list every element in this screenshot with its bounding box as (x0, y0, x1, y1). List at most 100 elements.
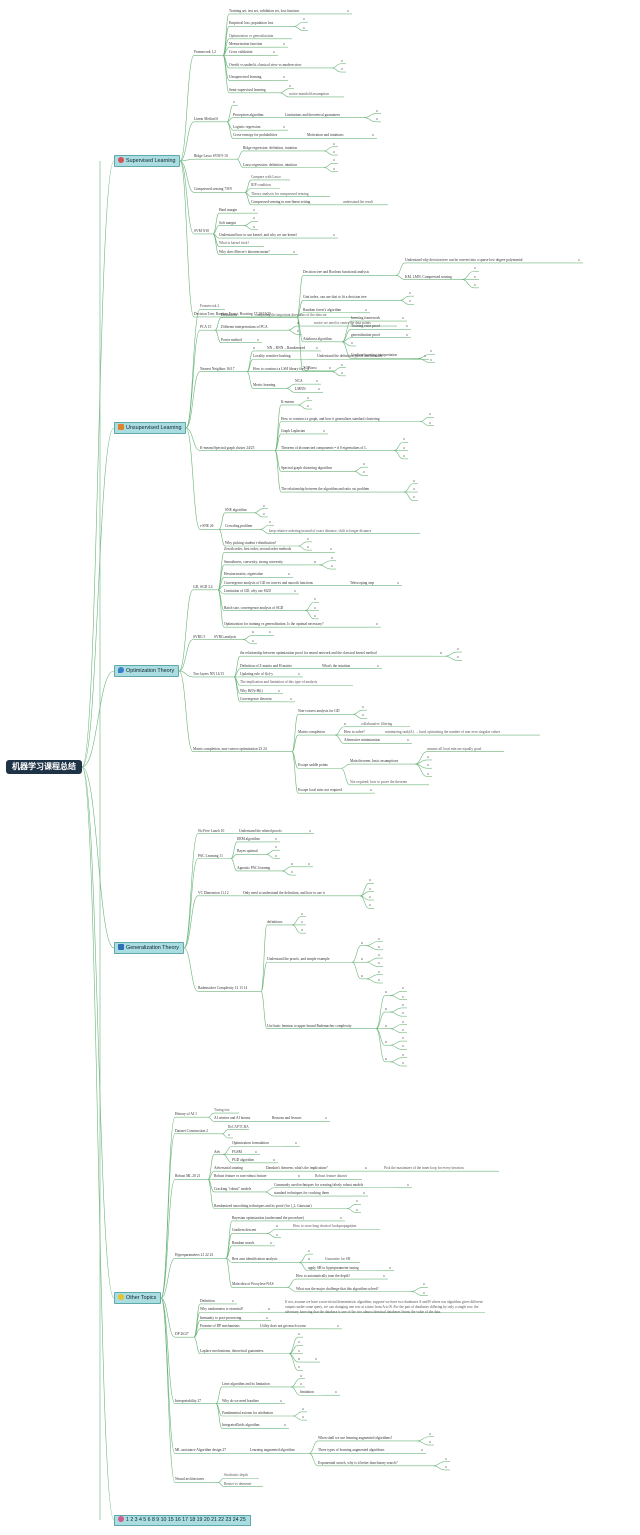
node-k-means[interactable]: K-means (281, 399, 294, 404)
node-non-convex-analysis-for-gd[interactable]: Non-convex analysis for GD (298, 709, 340, 714)
node-gradient-boosting-interpretation[interactable]: Gradient boosting interpretation (351, 353, 398, 358)
node-exponential-search-why-is-it-better-than[interactable]: Exponential search, why is it better tha… (318, 1460, 398, 1465)
node-escape-saddle-points[interactable]: Escape saddle points (298, 763, 328, 768)
node-a[interactable]: a (376, 108, 378, 113)
node-a[interactable]: a (474, 266, 476, 271)
node-guarantee-for-sh[interactable]: Guarantee for SH (325, 1257, 351, 1262)
node-a[interactable]: a (365, 1166, 367, 1171)
node-robust-feature-dataset[interactable]: Robust feature dataset (315, 1174, 347, 1179)
node-a[interactable]: a (298, 671, 300, 676)
node-cross-entropy-for-probabilities[interactable]: Cross-entropy for probabilities (233, 133, 278, 138)
node-bayes-optimal[interactable]: Bayes optimal (237, 849, 258, 854)
node-dp-26-27[interactable]: DP 26/27 (175, 1332, 189, 1337)
node-a[interactable]: a (298, 1332, 300, 1337)
node-danskin-s-theorem-what-s-the-implication[interactable]: Danskin's theorem, what's the implicatio… (266, 1166, 328, 1171)
node-a[interactable]: a (253, 216, 255, 221)
node-optimization-for-training-vs-generalizat[interactable]: Optimization for training vs generalizat… (224, 622, 324, 627)
node-theory-analysis-for-compressed-sensing[interactable]: Theory analysis for compressed sensing (251, 191, 309, 196)
node-a[interactable]: a (369, 895, 371, 899)
node-what-is-kernel-trick[interactable]: What is kernel trick? (219, 241, 250, 246)
node-a[interactable]: a (402, 1011, 404, 1016)
node-a[interactable]: a (308, 1257, 310, 1262)
node-a[interactable]: a (440, 651, 442, 656)
node-the-relationship-between-the-algorithm-a[interactable]: The relationship between the algorithm a… (281, 487, 370, 492)
node-turing-test[interactable]: Turing test (214, 1108, 230, 1113)
node-interpretability-27[interactable]: Interpretability 27 (175, 1398, 202, 1403)
category-optimization-theory[interactable]: Optimization Theory (114, 665, 180, 677)
node-bayesian-optimization-understand-the-pro[interactable]: Bayesian optimization (understand the pr… (232, 1215, 304, 1220)
category-supervised-learning[interactable]: Supervised Learning (114, 155, 181, 167)
node-a[interactable]: a (333, 233, 335, 238)
node-a[interactable]: a (255, 1149, 257, 1154)
node-understand-why-decision-tree-can-be-conv[interactable]: Understand why decision tree can be conv… (405, 257, 523, 262)
node-a[interactable]: a (397, 580, 399, 585)
node-a[interactable]: a (457, 655, 459, 660)
node-a[interactable]: a (409, 299, 411, 304)
node-a[interactable]: a (385, 990, 387, 995)
node-training-error-proof[interactable]: Training error proof (351, 324, 380, 329)
node-when-shall-we-use-learning-augmented-alg[interactable]: When shall we use learning augmented alg… (318, 1435, 393, 1440)
node-rademacher-complexity-12-13-14[interactable]: Rademacher Complexity 12 13 14 (198, 986, 248, 991)
node-decision-tree-and-boolean-functional-ana[interactable]: Decision tree and Boolean functional ana… (303, 270, 369, 275)
node-why-does-mercer-s-theorem-mean[interactable]: Why does Mercer's theorem mean? (219, 249, 270, 254)
node-robust-feature-vs-non-robust-feature[interactable]: Robust feature vs non-robust feature (214, 1174, 267, 1179)
node-convergence-theorem[interactable]: Convergence theorem (240, 696, 272, 701)
node-a[interactable]: a (402, 1002, 404, 1007)
node-a[interactable]: a (423, 1282, 425, 1287)
node-a[interactable]: a (298, 1348, 300, 1353)
node-utility-does-not-get-much-worse[interactable]: Utility does not get much worse (260, 1323, 307, 1328)
node-a[interactable]: a (307, 395, 309, 400)
node-a[interactable]: a (316, 379, 318, 384)
node-a[interactable]: a (385, 1023, 387, 1028)
node-svrg-analysis[interactable]: SVRG analysis (214, 634, 237, 639)
node-framework-1-2[interactable]: Framework 1,2 (194, 50, 216, 55)
node-updating-rule-of-f-x-y[interactable]: Updating rule of f(x)-y (240, 671, 274, 676)
node-understand-the-proofs-and-simple-example[interactable]: Understand the proofs, and simple exampl… (267, 957, 330, 962)
node-a[interactable]: a (341, 58, 343, 63)
node-spectral-graph-clustering-algorithm[interactable]: Spectral graph clustering algorithm (281, 466, 332, 471)
node-a[interactable]: a (298, 1340, 300, 1345)
node-rip-condition[interactable]: RIP condition (251, 183, 271, 188)
node-semi-supervised-learning[interactable]: Semi-supervised learning (229, 87, 266, 92)
category-other-topics[interactable]: Other Topics (114, 1292, 162, 1304)
node-hyperparameters-21-22-23[interactable]: Hyperparameters 21 22 23 (175, 1253, 214, 1258)
node-adv[interactable]: Adv (214, 1149, 221, 1154)
node-a[interactable]: a (276, 1224, 278, 1229)
node-pick-the-maximizer-of-the-inner-loop-for[interactable]: Pick the maximizer of the inner loop for… (384, 1166, 464, 1171)
node-a[interactable]: a (284, 1423, 286, 1428)
category-generalization-theory[interactable]: Generalization Theory (114, 942, 184, 954)
node-limitation[interactable]: limitation (300, 1390, 314, 1395)
node-different-interpretations-of-pca[interactable]: Different interpretations of PCA (221, 325, 268, 330)
node-a[interactable]: a (413, 478, 415, 483)
node-cross-validation[interactable]: Cross validation (229, 50, 253, 55)
node-a[interactable]: a (341, 370, 343, 375)
node-promise-of-dp-mechanisms[interactable]: Promise of DP mechanisms (200, 1323, 240, 1328)
node-how-to-store-long-chain-of-backpropagati[interactable]: How to store long chain of backpropagati… (293, 1224, 357, 1229)
node-a[interactable]: a (429, 412, 431, 417)
node-telescoping-step[interactable]: Telescoping step (350, 580, 374, 585)
node-a[interactable]: a (369, 903, 371, 908)
node-optimization-formulation[interactable]: Optimization formulation (232, 1141, 269, 1146)
node-a[interactable]: a (300, 1373, 302, 1378)
node-a[interactable]: a (253, 345, 255, 350)
node-a[interactable]: a (302, 1415, 304, 1420)
node-a[interactable]: a (424, 354, 426, 359)
node-a[interactable]: a (423, 1290, 425, 1295)
node-a[interactable]: a (275, 836, 277, 841)
node-a[interactable]: a (232, 1298, 234, 1303)
node-a[interactable]: a (276, 1232, 278, 1237)
node-nn-rnn-randomized[interactable]: NN→RNN→Randomized (267, 345, 306, 350)
node-a[interactable]: a (403, 437, 405, 442)
node-a[interactable]: a (302, 1406, 304, 1411)
node-a[interactable]: a (293, 249, 295, 254)
node-a[interactable]: a (378, 936, 380, 941)
node-a[interactable]: a (289, 83, 291, 88)
node-a[interactable]: a (356, 1207, 358, 1212)
node-a[interactable]: a (340, 1215, 342, 1220)
node-a[interactable]: a (273, 1157, 275, 1162)
node-ai-winters-and-ai-booms[interactable]: AI winters and AI booms (214, 1116, 251, 1121)
node-a[interactable]: a (474, 274, 476, 279)
node-lmnn[interactable]: LMNN (295, 387, 306, 392)
node-hard-margin[interactable]: Hard margin (219, 208, 238, 213)
node-a[interactable]: a (376, 622, 378, 627)
